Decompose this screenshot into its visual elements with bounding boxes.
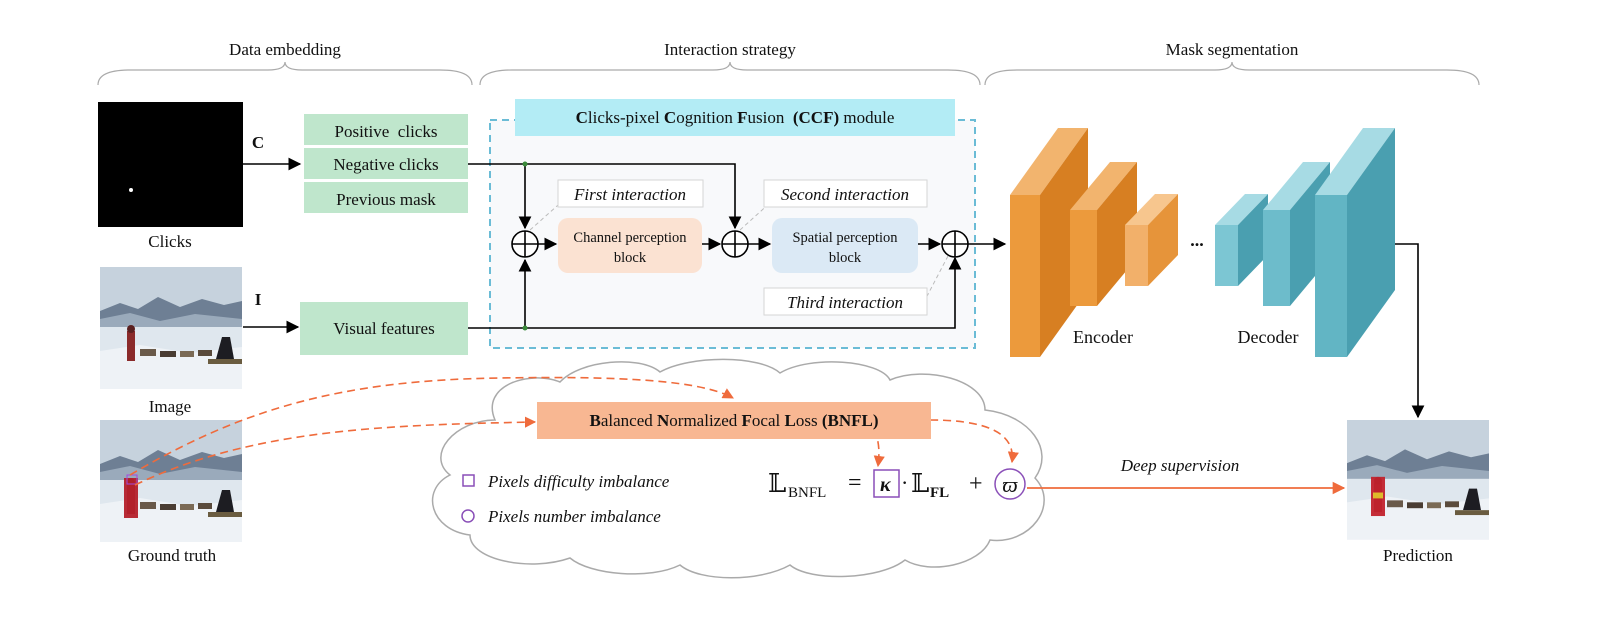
previous-mask-label: Previous mask [336, 190, 436, 209]
formula-fl-sub: FL [930, 485, 949, 501]
brace-data-embedding [97, 61, 473, 86]
dashed-arrow-bnfl-to-varpi [929, 419, 1019, 464]
add-node-first [511, 230, 539, 258]
legend-difficulty: Pixels difficulty imbalance [487, 472, 670, 491]
add-node-third [941, 230, 969, 258]
channel-perception-block [558, 218, 702, 273]
positive-clicks-label: Positive clicks [335, 122, 438, 141]
c-symbol: C [252, 133, 264, 152]
second-interaction-label: Second interaction [781, 185, 909, 204]
decoder-block [1215, 128, 1395, 357]
clicks-map-image [98, 102, 243, 227]
line-visual-to-ccf [468, 256, 962, 329]
section-label-mask-segmentation: Mask segmentation [1166, 40, 1299, 59]
varpi-circle [994, 468, 1026, 500]
bnfl-cloud [431, 358, 1045, 579]
third-interaction-box [763, 287, 928, 316]
visual-features-label: Visual features [333, 319, 434, 338]
first-interaction-box [557, 179, 704, 208]
formula-kappa: κ [880, 474, 891, 496]
i-symbol: I [255, 290, 262, 309]
junction-dot-bottom [522, 325, 528, 331]
formula-dot: · [901, 470, 908, 495]
number-circle-icon [461, 509, 475, 523]
input-image [100, 267, 242, 389]
add-node-second [721, 230, 749, 258]
third-interaction-label: Third interaction [787, 293, 903, 312]
bnfl-title: Balanced Normalized Focal Loss (BNFL) [590, 411, 879, 430]
ground-truth-image [100, 420, 242, 542]
previous-mask-box [304, 182, 468, 213]
line-negative-to-ccf [468, 163, 742, 230]
brace-interaction-strategy [479, 61, 981, 86]
second-interaction-box [763, 179, 928, 208]
encoder-block [1010, 128, 1178, 357]
formula-fl: 𝕃 [911, 469, 929, 498]
dashed-arrow-gt-to-formula-top [129, 376, 734, 476]
negative-clicks-box [304, 148, 468, 179]
ccf-title: Clicks-pixel Cognition Fusion (CCF) modu… [576, 108, 895, 127]
prediction-image [1347, 420, 1489, 540]
formula-varpi: ϖ [1002, 472, 1018, 497]
arrow-decoder-to-prediction [1395, 243, 1425, 419]
image-caption: Image [149, 397, 191, 416]
bnfl-title-box [537, 402, 931, 439]
ellipsis: ... [1190, 230, 1204, 250]
formula-lhs: 𝕃 [768, 469, 786, 498]
brace-mask-segmentation [984, 61, 1480, 86]
click-point [129, 188, 133, 192]
difficulty-square-icon [462, 474, 475, 487]
ground-truth-caption: Ground truth [128, 546, 217, 565]
positive-clicks-box [304, 114, 468, 145]
prediction-caption: Prediction [1383, 546, 1453, 565]
junction-dot-top [522, 161, 528, 167]
section-label-data-embedding: Data embedding [229, 40, 341, 59]
second-interaction-leader [739, 191, 783, 231]
negative-clicks-label: Negative clicks [333, 155, 438, 174]
section-label-interaction-strategy: Interaction strategy [664, 40, 796, 59]
bnfl-formula: 𝕃 BNFL = κ · 𝕃 FL + ϖ [768, 468, 1026, 501]
kappa-box [873, 469, 900, 498]
legend-number: Pixels number imbalance [487, 507, 661, 526]
decoder-label: Decoder [1238, 327, 1299, 347]
spatial-perception-block [772, 218, 918, 273]
formula-plus: + [969, 471, 983, 497]
visual-features-box [300, 302, 468, 355]
deep-supervision-label: Deep supervision [1120, 456, 1240, 475]
third-interaction-leader [924, 255, 949, 301]
ccf-title-box [515, 99, 955, 136]
formula-lhs-sub: BNFL [788, 485, 826, 501]
formula-eq: = [848, 470, 862, 496]
first-interaction-label: First interaction [573, 185, 686, 204]
clicks-caption: Clicks [148, 232, 191, 251]
encoder-label: Encoder [1073, 327, 1133, 347]
